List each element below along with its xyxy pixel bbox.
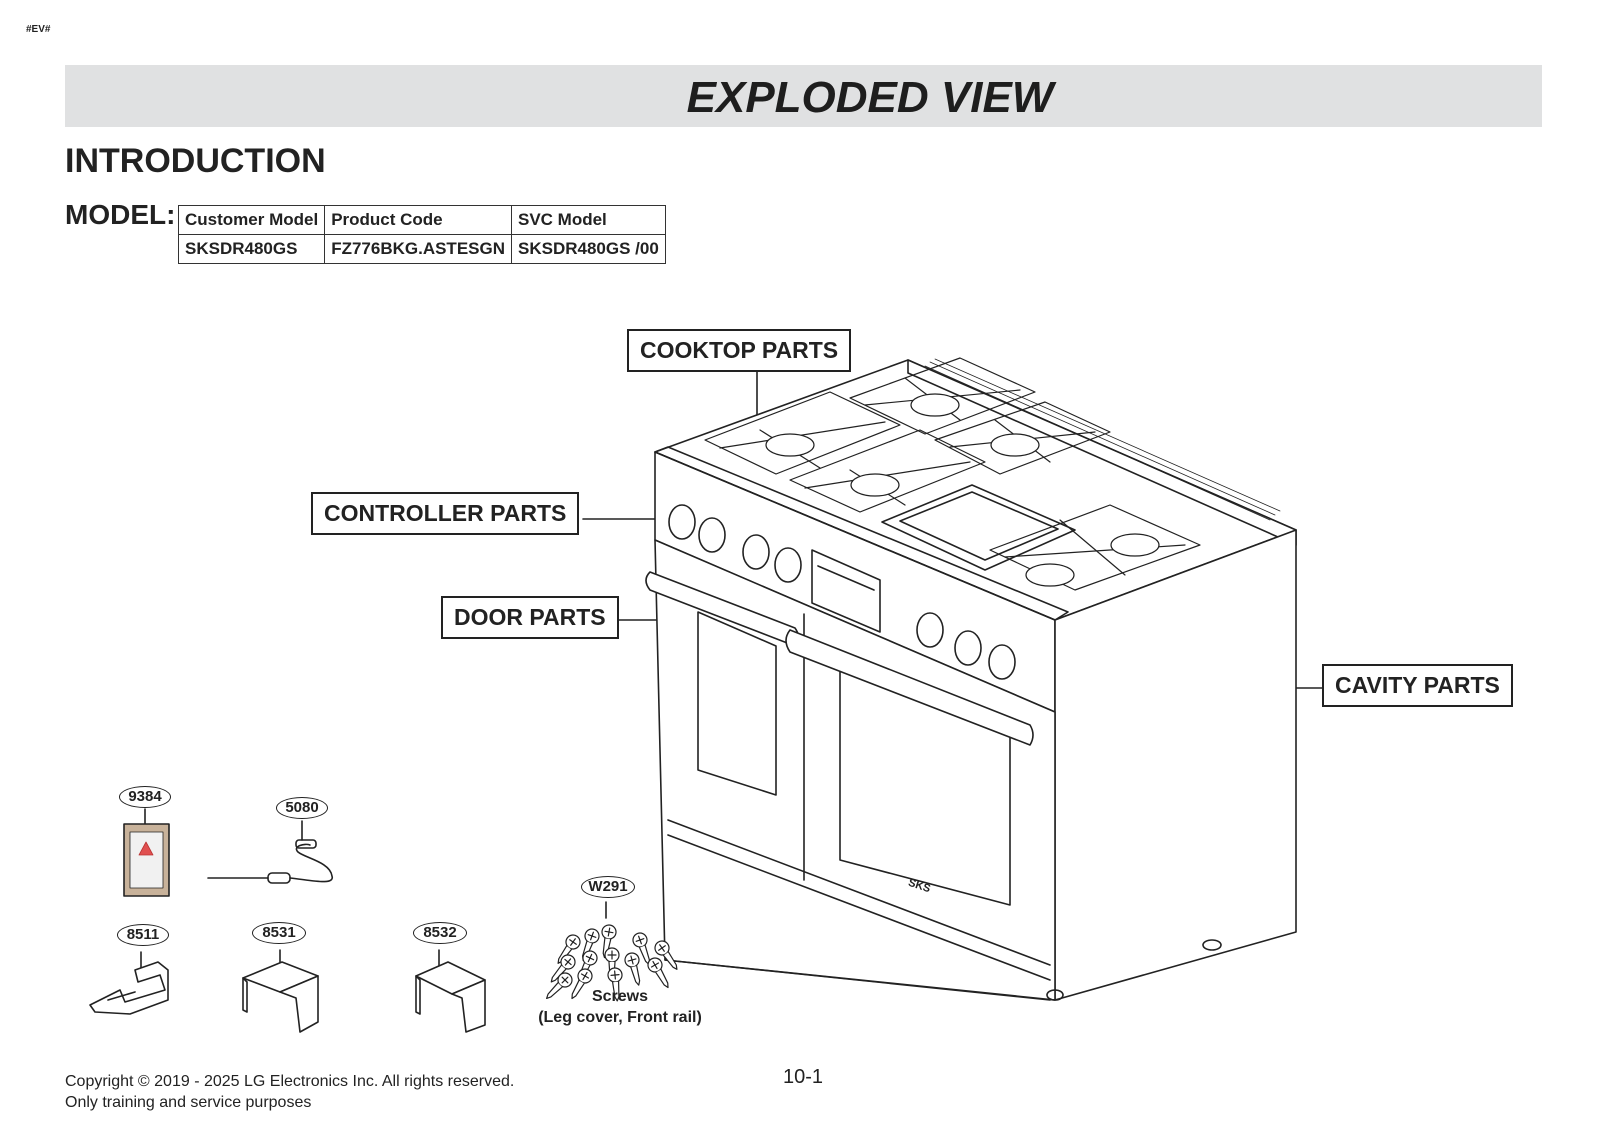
- screw-icon: [546, 972, 573, 999]
- part-9384-drawing: [123, 808, 170, 897]
- screw-icon: [571, 968, 593, 1000]
- title-band: EXPLODED VIEW: [65, 65, 1542, 127]
- copyright-text: Copyright © 2019 - 2025 LG Electronics I…: [65, 1073, 515, 1090]
- callout-door-parts: DOOR PARTS: [441, 596, 619, 639]
- screw-icon: [624, 952, 641, 986]
- section-heading: INTRODUCTION: [65, 142, 326, 180]
- table-header-cell: Customer Model: [177, 205, 326, 235]
- part-number-badge: 9384: [119, 786, 171, 808]
- screw-icon: [654, 940, 678, 970]
- model-label: MODEL:: [65, 199, 176, 230]
- part-number-badge: 8531: [252, 922, 306, 944]
- screw-icon: [607, 967, 623, 1002]
- table-header-cell: SVC Model: [511, 205, 666, 235]
- part-8511-drawing: [89, 951, 169, 1015]
- part-number-badge: 8532: [413, 922, 467, 944]
- screw-icon: [632, 932, 651, 966]
- part-number-badge: W291: [581, 876, 635, 898]
- part-number-badge: 8511: [117, 924, 169, 946]
- page-number: 10-1: [783, 1066, 824, 1088]
- part-w291-drawing: [546, 901, 678, 1002]
- model-table: Customer Model Product Code SVC Model SK…: [177, 205, 666, 264]
- footer-copyright: Copyright © 2019 - 2025 LG Electronics I…: [65, 1071, 514, 1113]
- document-tag: #EV#: [26, 24, 51, 35]
- table-cell: FZ776BKG.ASTESGN: [324, 234, 512, 264]
- screws-caption-line: (Leg cover, Front rail): [538, 1009, 702, 1026]
- part-5080-drawing: [207, 820, 333, 884]
- purpose-text: Only training and service purposes: [65, 1094, 312, 1111]
- screws-caption: Screws (Leg cover, Front rail): [530, 986, 710, 1028]
- screws-caption-line: Screws: [591, 988, 649, 1005]
- table-header-cell: Product Code: [324, 205, 512, 235]
- callout-cooktop-parts: COOKTOP PARTS: [627, 329, 852, 372]
- callout-controller-parts: CONTROLLER PARTS: [311, 492, 580, 535]
- part-number-badge: 5080: [276, 797, 328, 819]
- screw-icon: [647, 957, 669, 989]
- callout-cavity-parts: CAVITY PARTS: [1322, 664, 1513, 707]
- table-cell: SKSDR480GS /00: [511, 234, 666, 264]
- range-body: [645, 357, 1297, 1001]
- part-8531-drawing: [242, 949, 319, 1033]
- table-row: SKSDR480GS FZ776BKG.ASTESGN SKSDR480GS /…: [177, 234, 666, 264]
- screw-icon: [550, 954, 576, 983]
- page-title: EXPLODED VIEW: [686, 73, 1054, 122]
- part-8532-drawing: [415, 949, 486, 1033]
- table-cell: SKSDR480GS: [177, 234, 326, 264]
- table-header-row: Customer Model Product Code SVC Model: [177, 205, 666, 235]
